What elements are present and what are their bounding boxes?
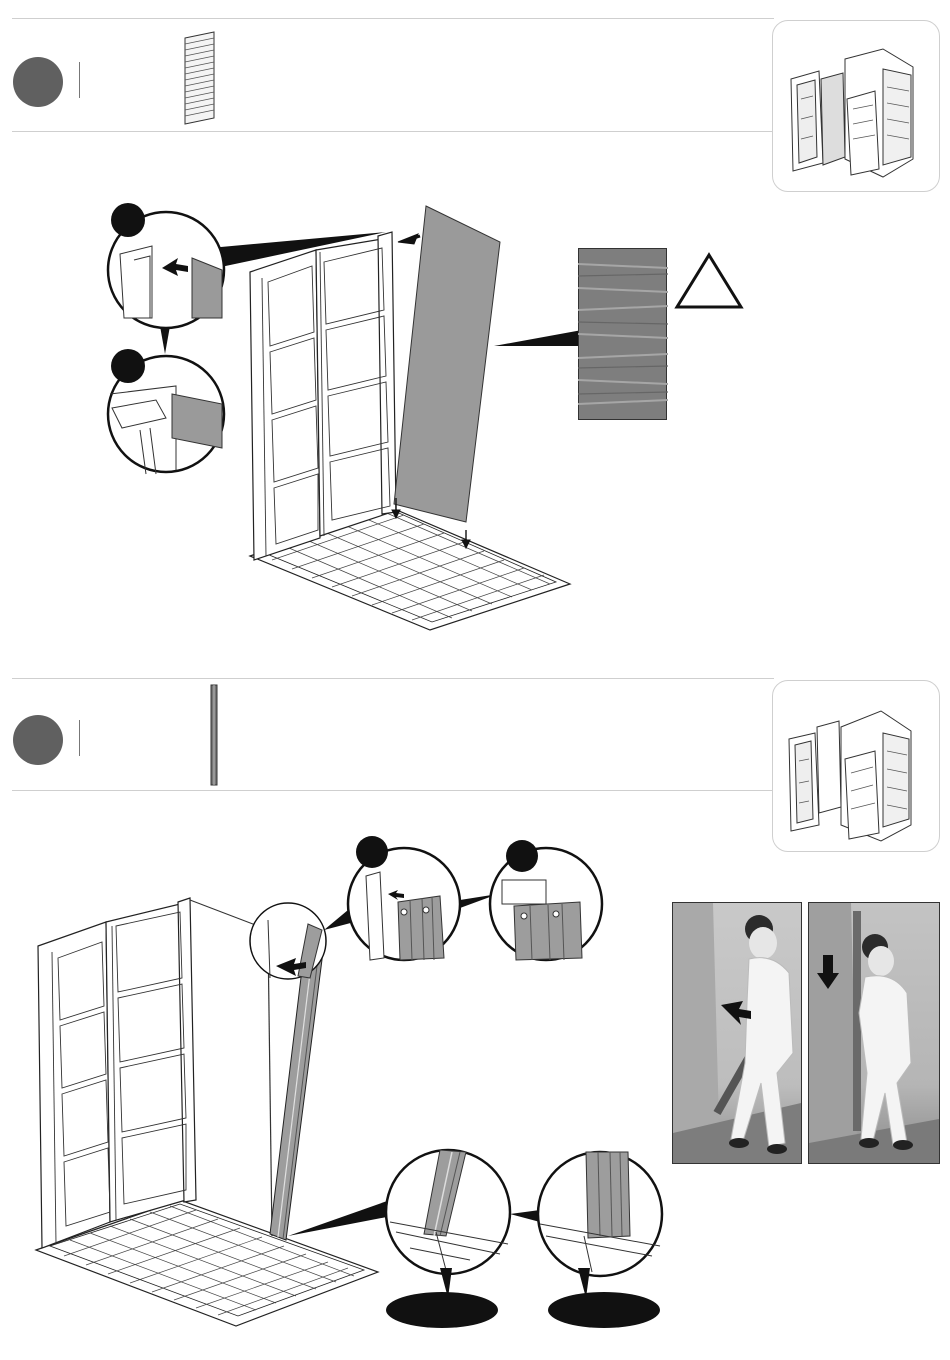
leader-d <box>510 1210 540 1222</box>
photo-person-lowering-post <box>808 902 940 1164</box>
photo-person-tilting-post <box>672 902 802 1164</box>
tilted-post <box>270 936 324 1240</box>
detail-circle-a <box>348 836 460 960</box>
detail-circle-post-top <box>250 903 326 979</box>
detail-circle-b <box>490 840 602 960</box>
leader-c <box>288 1200 392 1236</box>
detail-circle-c <box>386 1150 510 1328</box>
label-oval-right <box>548 1292 660 1328</box>
label-oval-left <box>386 1292 498 1328</box>
detail-circle-d <box>538 1152 662 1328</box>
